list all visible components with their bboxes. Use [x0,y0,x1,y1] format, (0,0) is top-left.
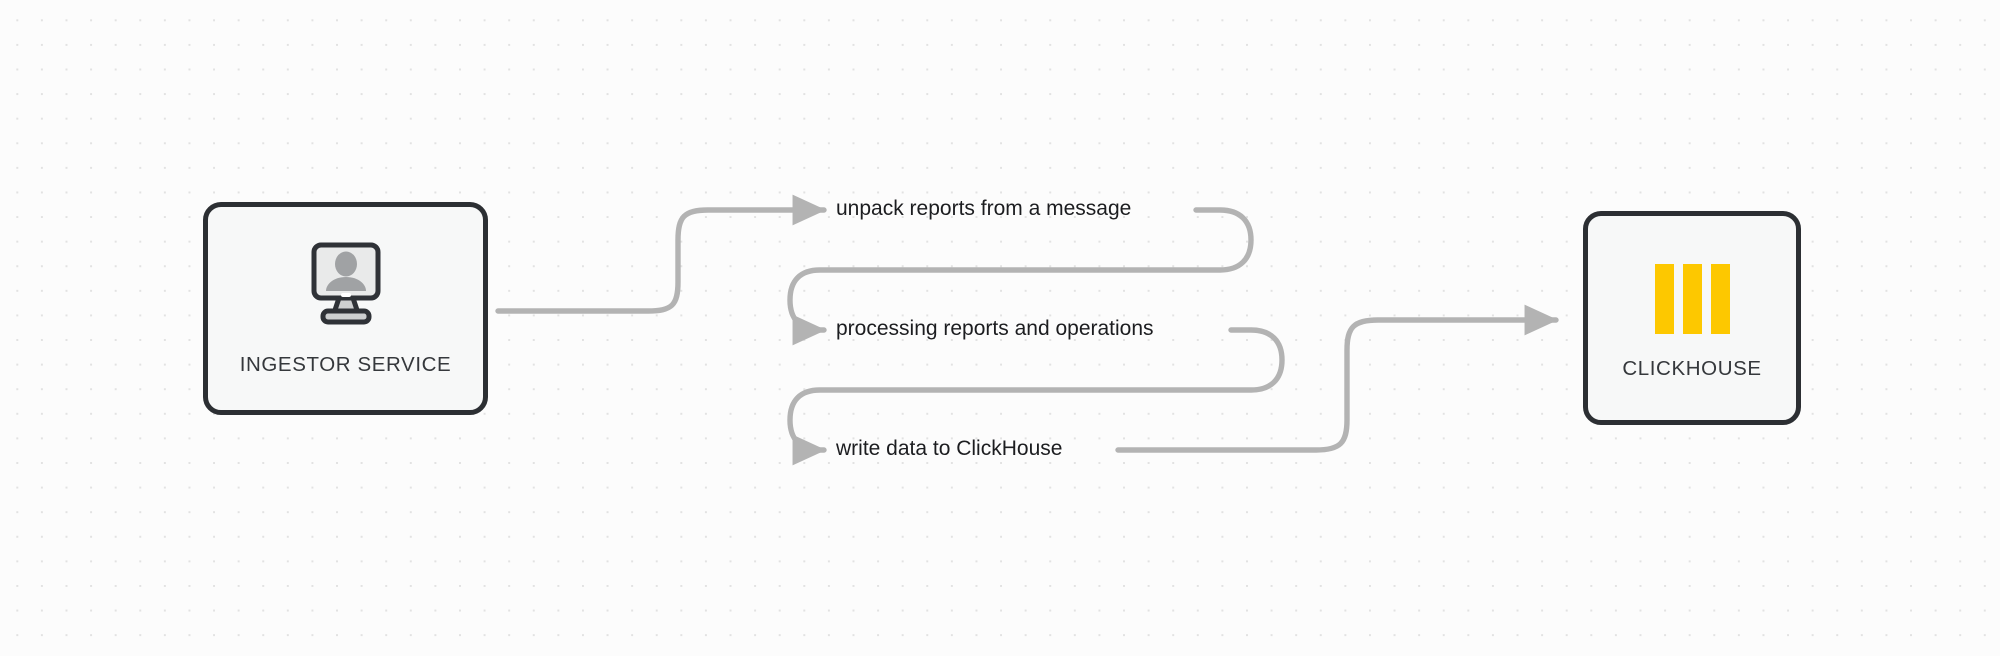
node-label-clickhouse: CLICKHOUSE [1622,357,1762,380]
edge-step3-to-clickhouse [1115,304,1559,453]
node-clickhouse[interactable]: CLICKHOUSE [1583,211,1801,425]
edge-label-processing-reports: processing reports and operations [836,317,1154,340]
node-label-ingestor: INGESTOR SERVICE [239,352,452,376]
monitor-user-icon [292,241,400,337]
node-ingestor-service[interactable]: INGESTOR SERVICE [203,202,488,415]
clickhouse-bars-icon [1646,255,1738,343]
edge-label-unpack-reports: unpack reports from a message [836,197,1132,220]
edge-ingestor-to-step1 [495,194,827,314]
edge-label-write-data: write data to ClickHouse [836,437,1063,460]
edge-step1-to-step2 [787,207,1254,346]
edge-step2-to-step3 [787,327,1285,466]
